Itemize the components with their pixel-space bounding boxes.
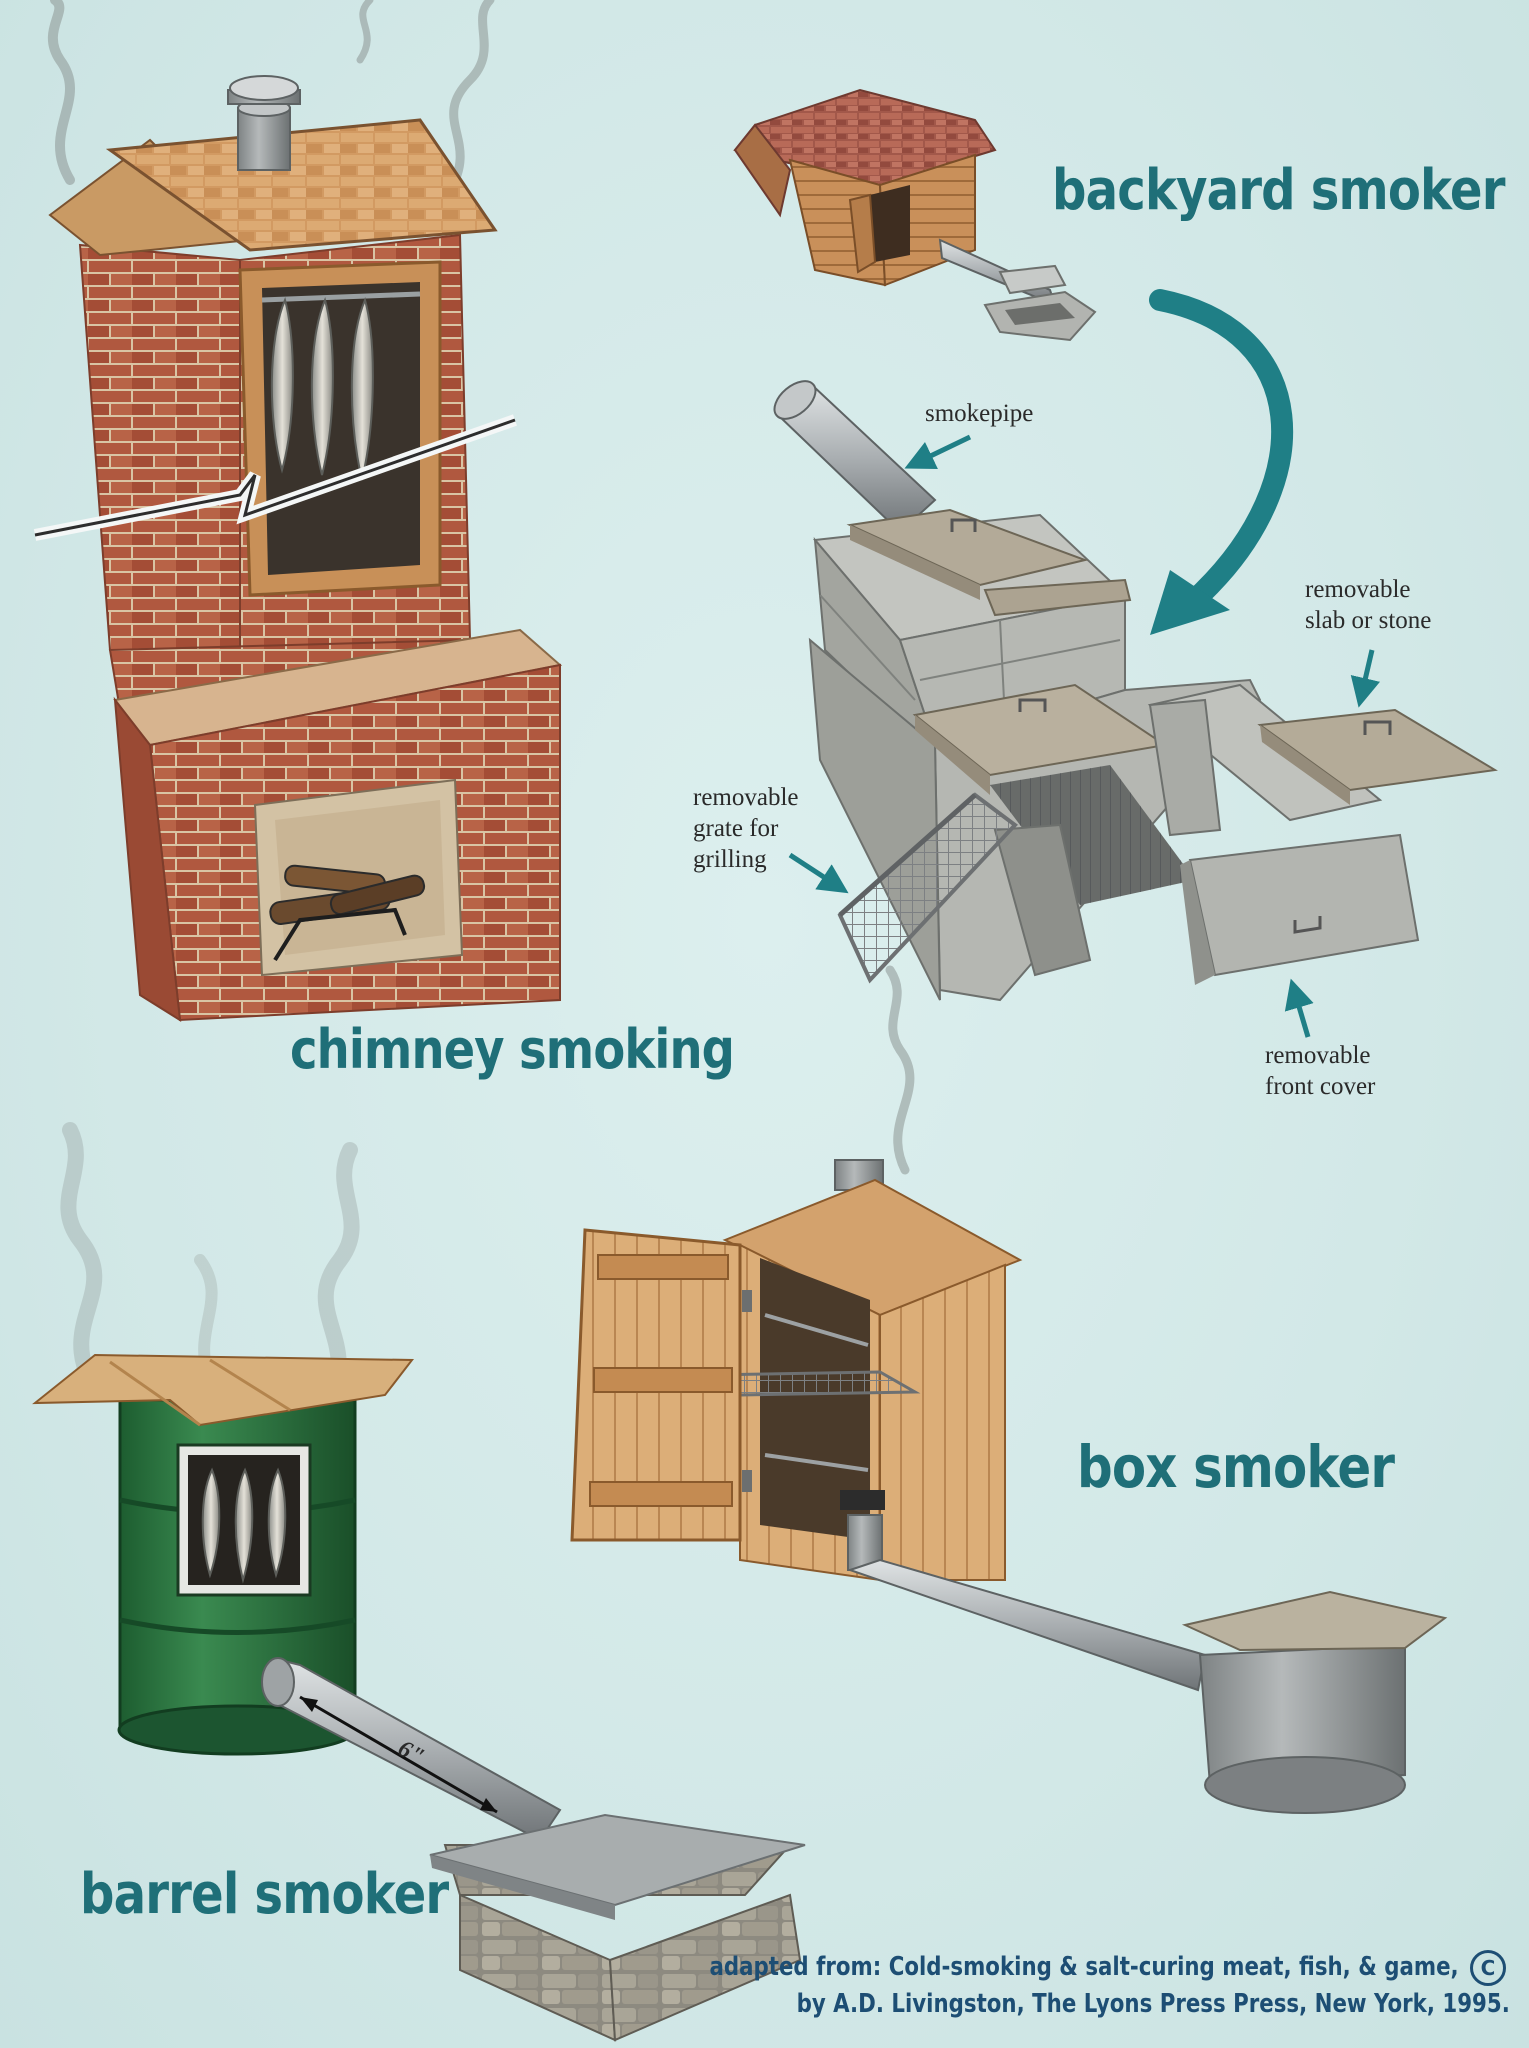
- callout-line: slab or stone: [1305, 607, 1432, 634]
- copyright-icon: C: [1470, 1950, 1506, 1986]
- callout-removable-slab: removable slab or stone: [1305, 574, 1431, 636]
- callout-line: grilling: [693, 846, 767, 873]
- title-backyard-smoker: backyard smoker: [1052, 158, 1505, 223]
- pipe-length-marker: [299, 1695, 498, 1814]
- callout-line: front cover: [1265, 1073, 1376, 1100]
- title-box-smoker: box smoker: [1077, 1433, 1395, 1501]
- callout-front-cover: removable front cover: [1265, 1040, 1375, 1102]
- backyard-smoker-illustration: [733, 88, 1097, 342]
- callout-line: removable: [1305, 576, 1411, 603]
- credit-line-1: adapted from: Cold-smoking & salt-curing…: [709, 1952, 1459, 1982]
- callout-arrows: [788, 434, 1381, 1038]
- callout-smokepipe: smokepipe: [925, 398, 1033, 429]
- credit-line-2: by A.D. Livingston, The Lyons Press Pres…: [796, 1989, 1510, 2019]
- chimney-smoker-illustration: [33, 75, 563, 1022]
- callout-line: smokepipe: [925, 400, 1034, 427]
- title-chimney-smoking: chimney smoking: [290, 1018, 735, 1081]
- callout-line: removable: [1265, 1042, 1371, 1069]
- box-smoker-illustration: [570, 1159, 1448, 1814]
- hanging-fish: [270, 296, 374, 481]
- callout-line: grate for: [693, 815, 779, 842]
- title-barrel-smoker: barrel smoker: [80, 1862, 449, 1927]
- callout-removable-grate: removable grate for grilling: [693, 782, 799, 875]
- callout-line: removable: [693, 784, 799, 811]
- firewood: [269, 864, 426, 962]
- cinder-block-smoker-illustration: [773, 380, 1498, 1002]
- barrel-fish: [201, 1467, 287, 1584]
- curved-arrow: [1149, 289, 1294, 606]
- barrel-smoker-illustration: [32, 1353, 806, 2042]
